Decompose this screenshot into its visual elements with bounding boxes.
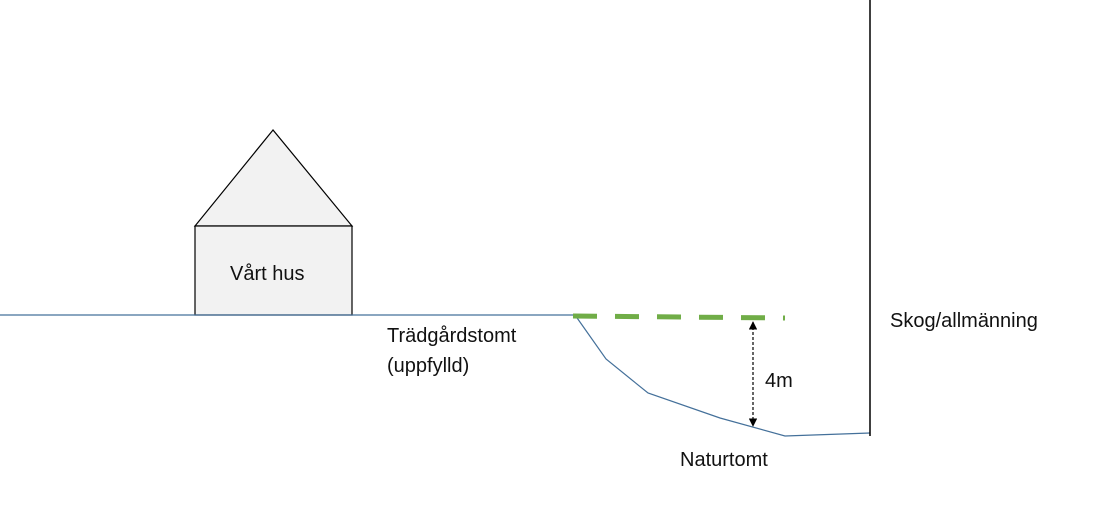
forest-label: Skog/allmänning: [890, 310, 1038, 332]
garden-label-line1: Trädgårdstomt: [387, 325, 517, 347]
house-body: [194, 225, 353, 316]
nature-label: Naturtomt: [680, 449, 768, 471]
height-label: 4m: [765, 370, 793, 392]
garden-label-line2: (uppfylld): [387, 355, 470, 377]
house-label: Vårt hus: [230, 263, 305, 285]
fill-level-dashed-line: [572, 313, 786, 321]
house-roof: [193, 129, 354, 227]
natural-slope: [574, 314, 871, 437]
